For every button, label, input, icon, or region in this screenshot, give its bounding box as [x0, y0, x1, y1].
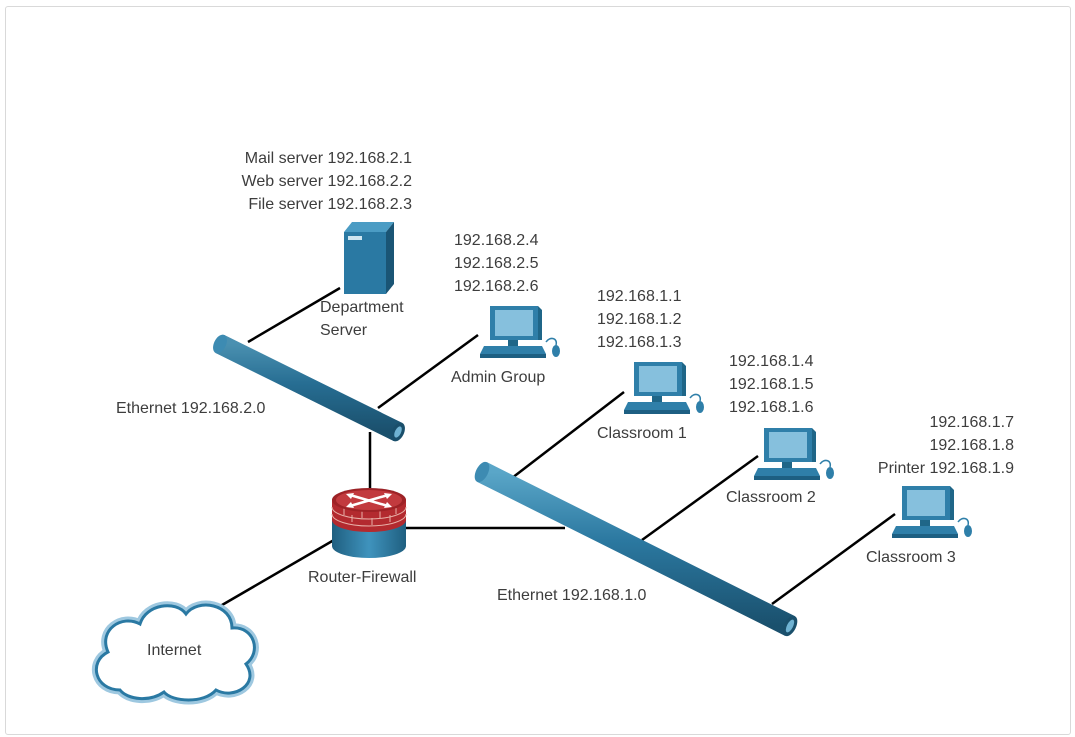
classroom1-pc-icon	[623, 361, 705, 415]
link-server	[247, 286, 341, 344]
admin-ip-list: 192.168.2.4 192.168.2.5 192.168.2.6	[454, 232, 539, 295]
classroom2-ip-list: 192.168.1.4 192.168.1.5 192.168.1.6	[729, 353, 814, 416]
router-firewall-label: Router-Firewall	[308, 569, 417, 586]
internet-label: Internet	[147, 642, 202, 659]
classroom3-pc-icon	[891, 485, 973, 539]
web-server-label: Web server 192.168.2.2	[241, 173, 412, 190]
file-server-label: File server 192.168.2.3	[248, 196, 412, 213]
classroom1-ip-list: 192.168.1.1 192.168.1.2 192.168.1.3	[597, 288, 682, 351]
classroom2-pc-icon	[753, 427, 835, 481]
link-classroom3	[771, 512, 896, 606]
classroom1-label: Classroom 1	[597, 425, 687, 442]
classroom3-label: Classroom 3	[866, 549, 956, 566]
classroom3-ip-list: 192.168.1.7 192.168.1.8 Printer 192.168.…	[878, 411, 1014, 480]
ethernet-classroom-pipe	[474, 461, 798, 637]
ethernet-classroom-label: Ethernet 192.168.1.0	[497, 587, 647, 604]
printer-label: Printer 192.168.1.9	[877, 460, 1014, 477]
mail-server-label: Mail server 192.168.2.1	[244, 150, 412, 167]
admin-pc-icon	[479, 305, 561, 359]
department-server-label: Department Server	[320, 299, 404, 339]
link-classroom2	[641, 454, 759, 542]
ethernet-admin-pipe	[213, 334, 405, 442]
link-classroom1	[511, 391, 625, 479]
link-internet	[209, 538, 335, 614]
admin-group-label: Admin Group	[451, 369, 546, 386]
server-ip-list: Mail server 192.168.2.1 Web server 192.1…	[242, 147, 412, 216]
link-admin	[377, 333, 479, 410]
classroom2-label: Classroom 2	[726, 489, 816, 506]
ethernet-admin-label: Ethernet 192.168.2.0	[116, 400, 266, 417]
server-icon	[344, 222, 394, 294]
router-firewall-icon	[331, 488, 407, 558]
internet-cloud-icon	[92, 600, 259, 705]
links	[209, 286, 896, 614]
